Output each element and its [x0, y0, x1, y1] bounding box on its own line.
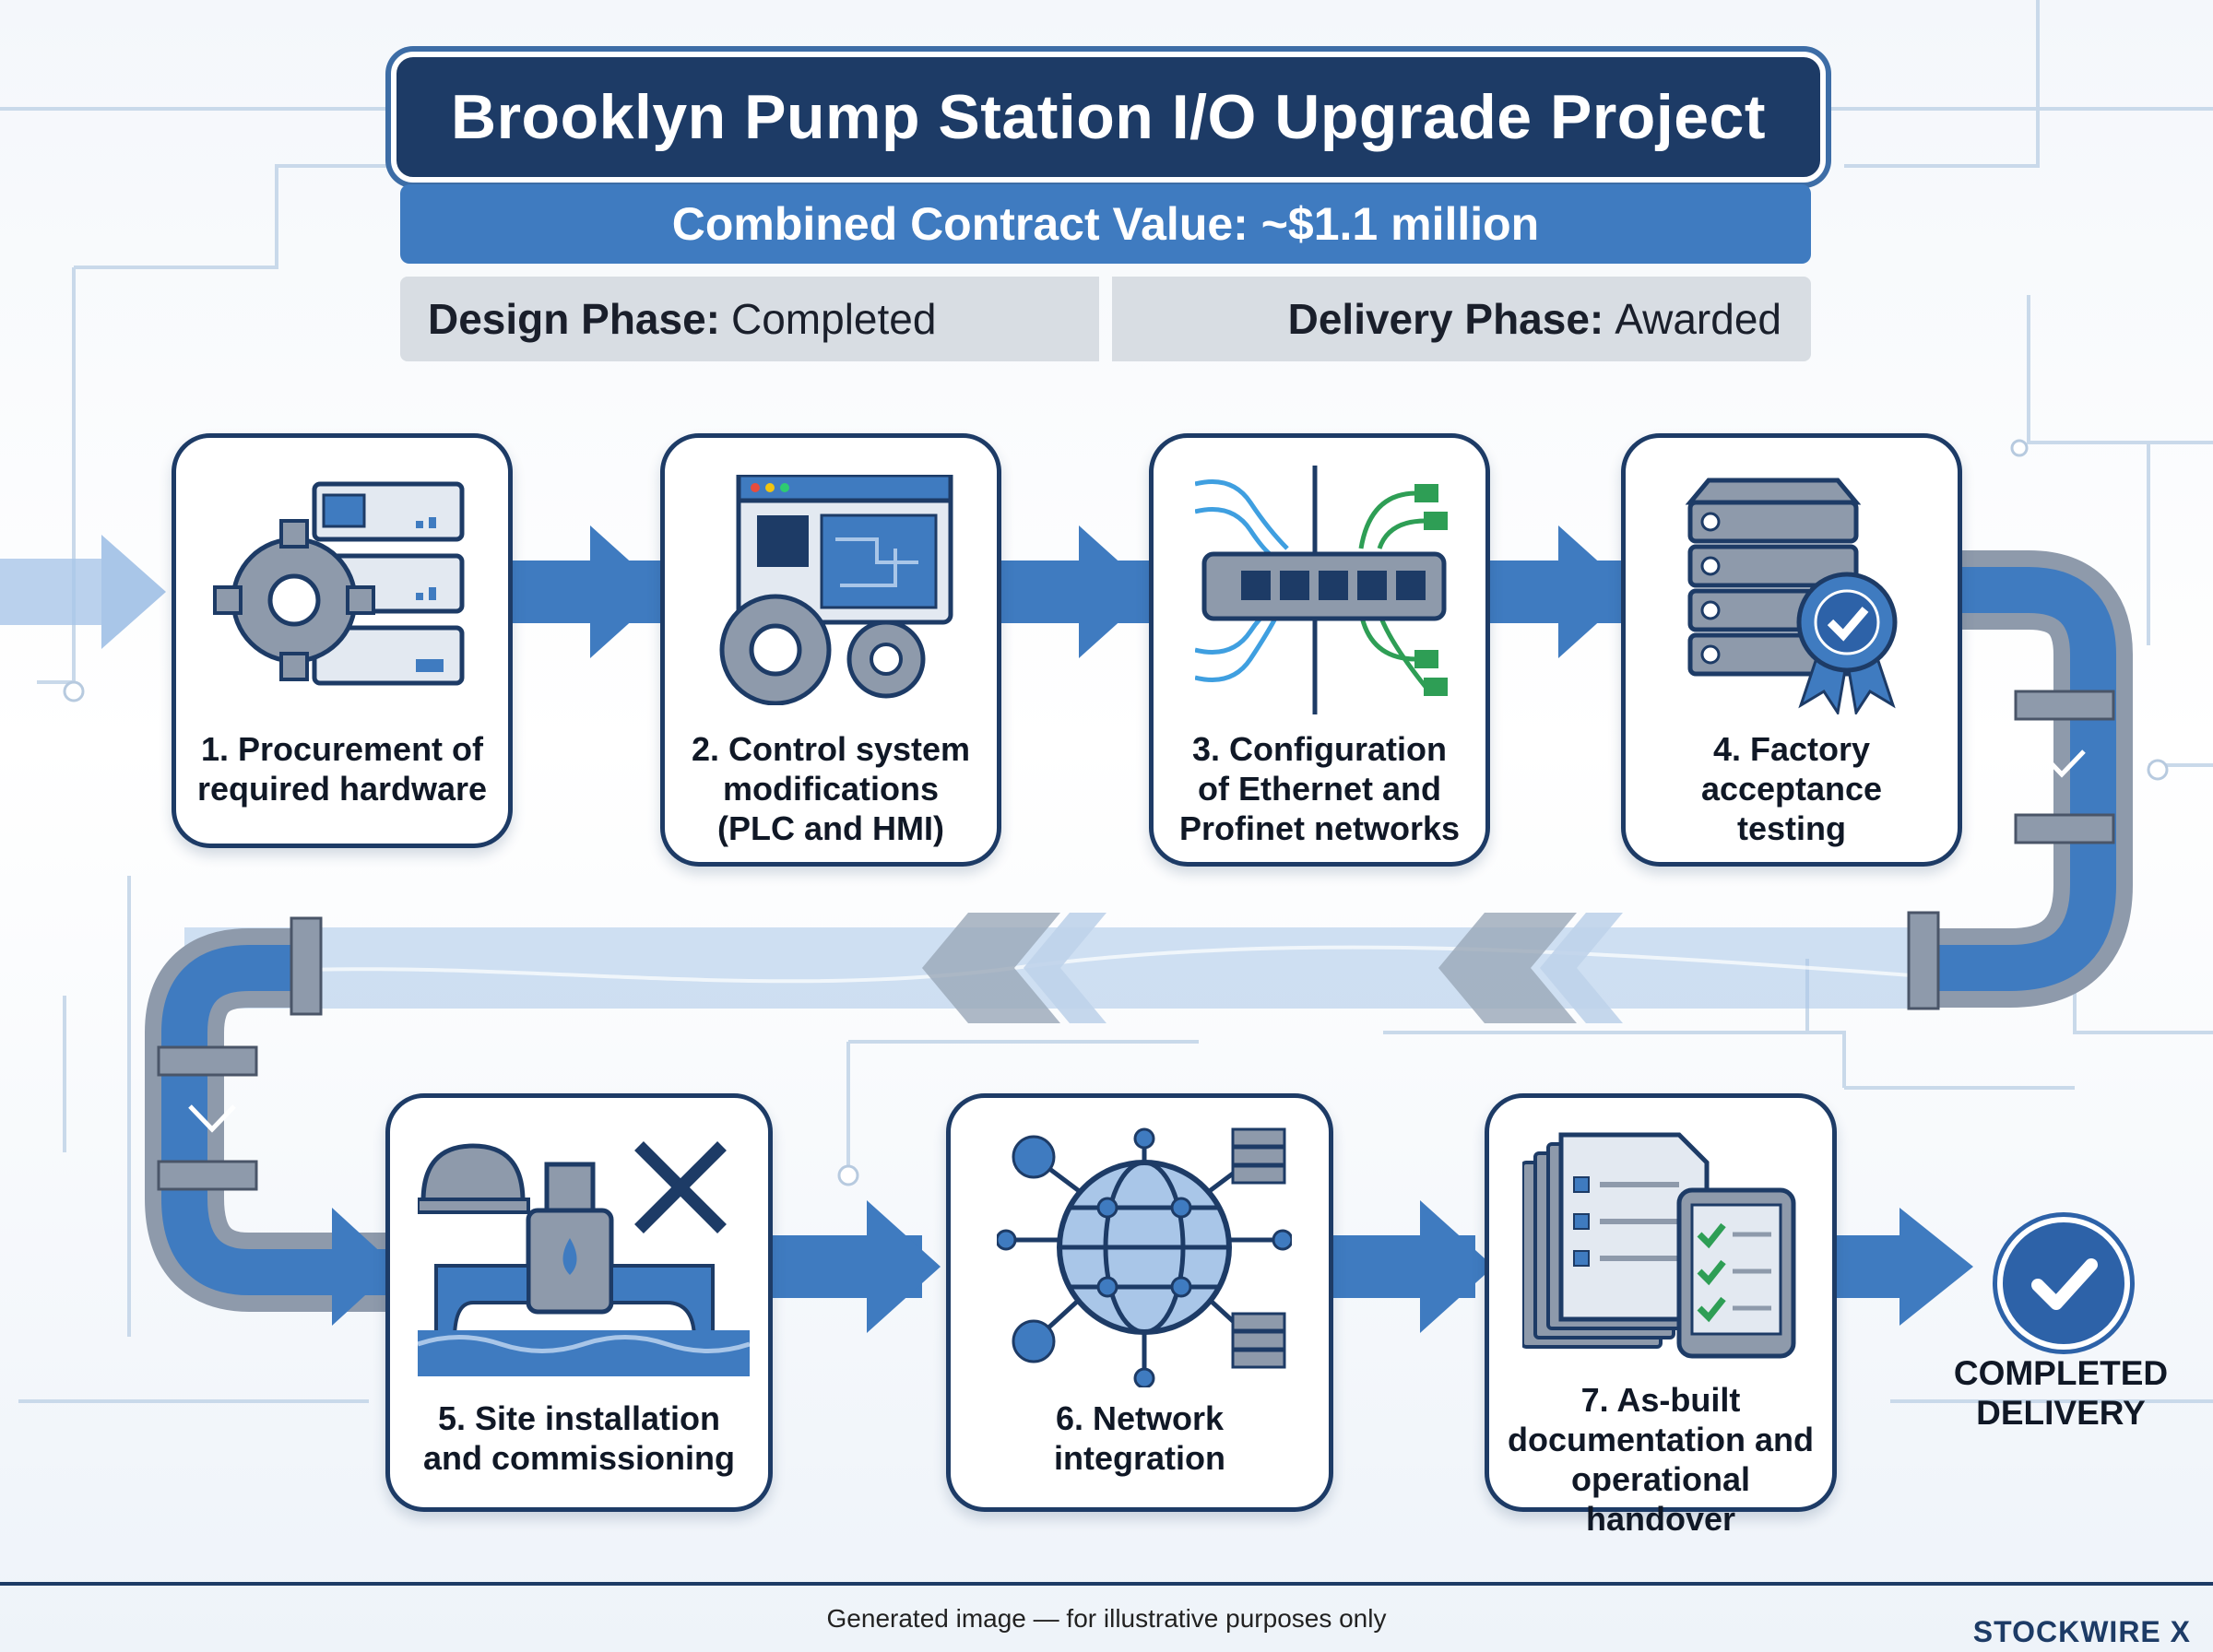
- step-label-6: 6. Network integration: [1054, 1399, 1225, 1477]
- plc-hmi-icon: [719, 475, 953, 705]
- design-phase-label: Design Phase:: [428, 295, 720, 343]
- globe-network-icon: [997, 1127, 1292, 1387]
- step-label-4: 4. Factory acceptance testing: [1700, 730, 1883, 847]
- step-card-4: 4. Factory acceptance testing: [1621, 433, 1962, 867]
- certified-server-icon: [1685, 478, 1898, 714]
- delivery-phase-status: Delivery Phase: Awarded: [1112, 277, 1811, 361]
- contract-value: Combined Contract Value: ~$1.1 million: [671, 198, 1540, 250]
- delivery-phase-value: Awarded: [1615, 295, 1781, 343]
- completion-badge: [1997, 1217, 2130, 1350]
- brand-logo: STOCKWIRE X: [1972, 1615, 2191, 1648]
- step-label-5: 5. Site installation and commissioning: [422, 1399, 736, 1477]
- step-label-3: 3. Configuration of Ethernet and Profine…: [1178, 730, 1461, 847]
- step-card-7: 7. As-built documentation and operationa…: [1485, 1093, 1837, 1538]
- footer-divider: [0, 1582, 2213, 1586]
- footer-disclaimer: Generated image — for illustrative purpo…: [826, 1604, 1387, 1633]
- step-label-7: 7. As-built documentation and operationa…: [1508, 1381, 1814, 1538]
- step-card-3: 3. Configuration of Ethernet and Profine…: [1149, 433, 1490, 867]
- design-phase-status: Design Phase: Completed: [400, 277, 1099, 361]
- page-title: Brooklyn Pump Station I/O Upgrade Projec…: [450, 82, 1767, 152]
- step-card-1: 1. Procurement of required hardware: [172, 433, 513, 848]
- title-banner: Brooklyn Pump Station I/O Upgrade Projec…: [391, 52, 1826, 183]
- step-label-2: 2. Control system modifications (PLC and…: [691, 730, 971, 847]
- delivery-phase-label: Delivery Phase:: [1287, 295, 1604, 343]
- step-card-2: 2. Control system modifications (PLC and…: [660, 433, 1001, 867]
- completion-label: COMPLETED DELIVERY: [1953, 1354, 2169, 1432]
- pump-installation-icon: [418, 1141, 750, 1376]
- gear-server-icon: [213, 481, 465, 686]
- design-phase-value: Completed: [731, 295, 937, 343]
- contract-value-bar: Combined Contract Value: ~$1.1 million: [400, 184, 1811, 264]
- network-switch-icon: [1195, 466, 1448, 714]
- checkmark-icon: [2031, 1258, 2098, 1310]
- step-label-1: 1. Procurement of required hardware: [196, 730, 488, 808]
- step-card-6: 6. Network integration: [946, 1093, 1333, 1512]
- documents-checklist-icon: [1522, 1132, 1796, 1359]
- step-card-5: 5. Site installation and commissioning: [385, 1093, 773, 1512]
